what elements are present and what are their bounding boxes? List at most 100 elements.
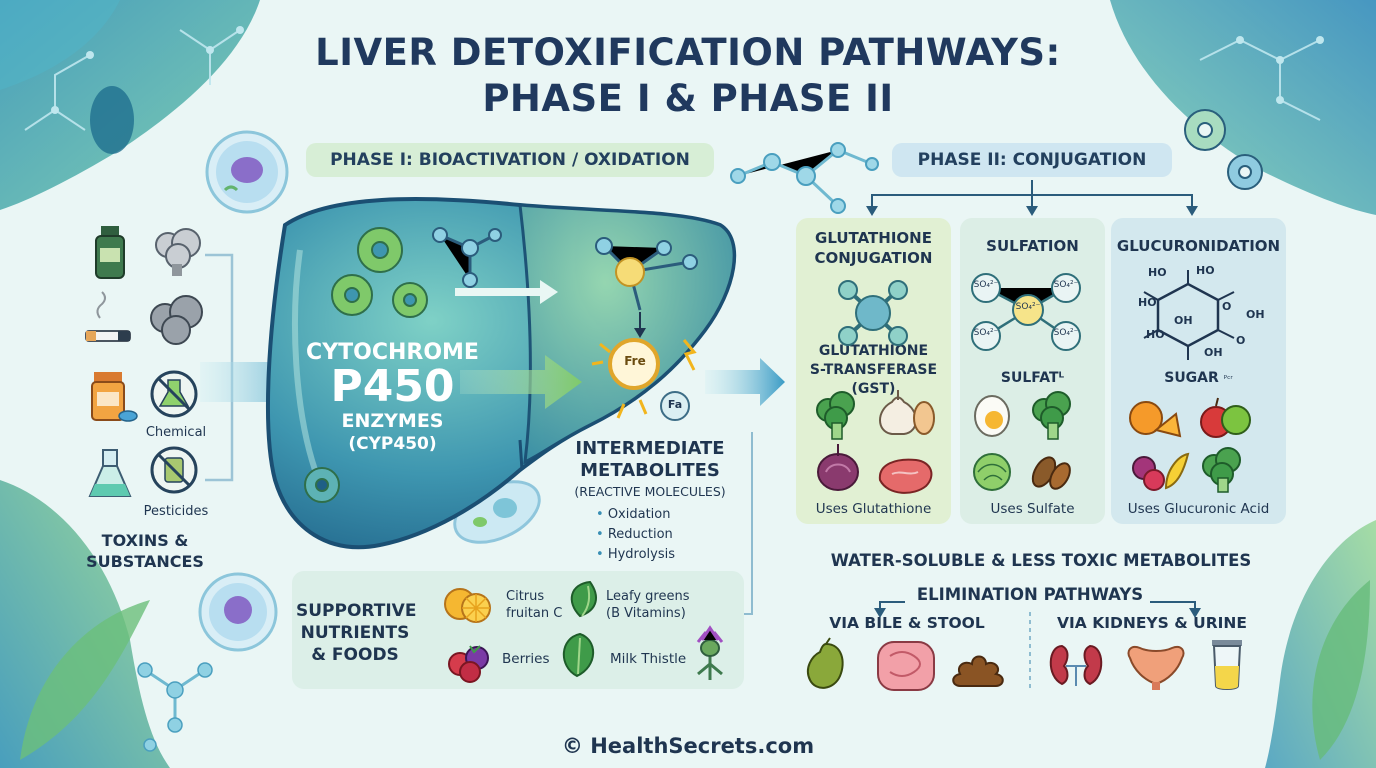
ring-oxygen-label: O bbox=[1236, 334, 1246, 347]
so4-label: SO₄²⁻ bbox=[1053, 280, 1079, 290]
smoke-cloud-icon bbox=[155, 228, 201, 276]
apple-icon bbox=[1200, 397, 1251, 438]
oh-label: OH bbox=[1246, 308, 1265, 321]
ho-label: HO bbox=[1196, 264, 1215, 277]
no-pesticide-icon bbox=[150, 446, 198, 494]
berries-label: Berries bbox=[502, 651, 550, 667]
citrus-label-line2: fruitan C bbox=[506, 606, 563, 621]
oh-label: OH bbox=[1174, 314, 1193, 327]
gst-line1: GLUTATHIONE bbox=[818, 343, 929, 359]
gst-line3: (GST) bbox=[851, 381, 896, 397]
elimination-label: ELIMINATION PATHWAYS bbox=[916, 585, 1144, 604]
citrus-icon bbox=[444, 588, 491, 623]
nutrients-caption: SUPPORTIVE NUTRIENTS & FOODS bbox=[296, 600, 417, 666]
spinach-icon bbox=[562, 632, 595, 678]
so4-label: SO₄²⁻ bbox=[1015, 302, 1041, 312]
enzyme-label-line3: ENZYMES bbox=[341, 410, 444, 432]
glucuronidation-sub: SUGAR ᴾᶜʳ bbox=[1111, 368, 1286, 391]
fe-label: Fre bbox=[624, 354, 646, 368]
sulfation-sub: SULFATᴸ bbox=[1000, 370, 1065, 386]
cabbage-icon bbox=[973, 453, 1011, 491]
no-chemical-icon bbox=[150, 370, 198, 418]
milk-thistle-label: Milk Thistle bbox=[610, 651, 687, 667]
gst-line2: S-TRANSFERASE bbox=[809, 362, 938, 378]
onion-icon bbox=[817, 444, 859, 491]
ho-label: HO bbox=[1148, 266, 1167, 279]
enzyme-label-line1: CYTOCHROME bbox=[306, 340, 479, 365]
berries-icon-2 bbox=[1132, 452, 1190, 491]
enzyme-label-line2: P450 bbox=[330, 361, 455, 412]
greens-label: Leafy greens (B Vitamins) bbox=[606, 588, 716, 622]
glucuronidation-uses: Uses Glucuronic Acid bbox=[1127, 501, 1270, 517]
phase2-label: PHASE II: CONJUGATION bbox=[892, 143, 1172, 177]
nutrients-caption-line1: SUPPORTIVE bbox=[296, 601, 417, 621]
egg-icon bbox=[974, 395, 1010, 437]
orange-icon bbox=[1129, 401, 1182, 438]
water-soluble-label: WATER-SOLUBLE & LESS TOXIC METABOLITES bbox=[830, 551, 1252, 570]
kidneys-urine-label: VIA KIDNEYS & URINE bbox=[1057, 614, 1247, 632]
gear-icon-2 bbox=[1184, 109, 1263, 190]
elimination-icons bbox=[806, 637, 1242, 691]
page-title-line1: LIVER DETOXIFICATION PATHWAYS: bbox=[315, 31, 1061, 74]
nutrients-caption-line2: NUTRIENTS bbox=[300, 623, 410, 643]
glucuronidation-sub-tag: ᴾᶜʳ bbox=[1223, 375, 1233, 385]
greens-label-line1: Leafy greens bbox=[606, 589, 690, 604]
intermediate-line1: INTERMEDIATE bbox=[575, 438, 725, 459]
glucuronidation-sub-text: SUGAR bbox=[1164, 370, 1219, 386]
phase1-label: PHASE I: BIOACTIVATION / OXIDATION bbox=[306, 143, 714, 177]
ho-label: HO bbox=[1138, 296, 1157, 309]
intestines-icon bbox=[877, 641, 935, 691]
meat-icon bbox=[878, 458, 933, 494]
greens-label-line2: (B Vitamins) bbox=[606, 606, 686, 621]
bile-stool-label: VIA BILE & STOOL bbox=[829, 614, 985, 632]
broccoli-icon-2 bbox=[1032, 391, 1071, 440]
stool-icon bbox=[952, 655, 1004, 687]
process-list: • Oxidation • Reduction • Hydrolysis bbox=[596, 505, 726, 565]
beans-icon bbox=[1031, 456, 1071, 490]
fa-label: Fa bbox=[667, 398, 683, 411]
garlic-icon bbox=[879, 390, 935, 435]
sulfation-title: SULFATION bbox=[986, 237, 1079, 255]
kidneys-icon bbox=[1049, 644, 1103, 686]
broccoli-icon bbox=[816, 391, 855, 440]
storm-cloud-icon bbox=[150, 295, 203, 345]
so4-label: SO₄²⁻ bbox=[973, 280, 999, 290]
glucuronic-acid-structure-icon bbox=[1143, 270, 1235, 360]
phase2-icons bbox=[816, 270, 1251, 494]
bladder-icon bbox=[1127, 646, 1185, 690]
leafy-greens-icon bbox=[570, 580, 597, 618]
pill-bottle-icon bbox=[91, 372, 138, 422]
nutrients-panel bbox=[292, 571, 744, 689]
so4-label: SO₄²⁻ bbox=[1053, 328, 1079, 338]
toxins-caption-line1: TOXINS & bbox=[101, 531, 189, 550]
enzyme-label-line4: (CYP450) bbox=[348, 434, 437, 454]
glutathione-uses: Uses Glutathione bbox=[815, 501, 932, 517]
process-item: • Hydrolysis bbox=[596, 547, 676, 562]
nutrients-caption-line3: & FOODS bbox=[311, 645, 399, 665]
berries-icon bbox=[448, 645, 489, 683]
oh-label: OH bbox=[1204, 346, 1223, 359]
broccoli-icon-3 bbox=[1202, 447, 1241, 493]
page-title-line2: PHASE I & PHASE II bbox=[482, 77, 894, 120]
ho-label: HO bbox=[1146, 328, 1165, 341]
citrus-label-line1: Citrus bbox=[506, 589, 545, 604]
intermediate-line3: (REACTIVE MOLECULES) bbox=[574, 484, 726, 499]
glucuronidation-title: GLUCURONIDATION bbox=[1116, 237, 1281, 255]
sulfate-molecule-icon bbox=[971, 273, 1081, 351]
milk-thistle-icon bbox=[696, 625, 724, 680]
process-item: • Oxidation bbox=[596, 507, 671, 522]
cell-icon-2 bbox=[198, 572, 278, 652]
gallbladder-icon bbox=[806, 637, 844, 689]
flask-icon bbox=[88, 449, 132, 497]
pesticides-label: Pesticides bbox=[143, 504, 209, 519]
ring-oxygen-label: O bbox=[1222, 300, 1232, 313]
gear-icon bbox=[304, 227, 428, 503]
toxins-caption-line2: SUBSTANCES bbox=[86, 552, 204, 571]
molecule-icon bbox=[432, 227, 502, 288]
glutathione-title-line1: GLUTATHIONE bbox=[815, 229, 932, 247]
chemical-label: Chemical bbox=[145, 425, 207, 440]
nutrients-icons bbox=[444, 580, 724, 683]
citrus-label: Citrus fruitan C bbox=[506, 588, 576, 622]
reactive-molecule-icon bbox=[591, 237, 698, 421]
molecule-icon-2 bbox=[730, 142, 879, 214]
